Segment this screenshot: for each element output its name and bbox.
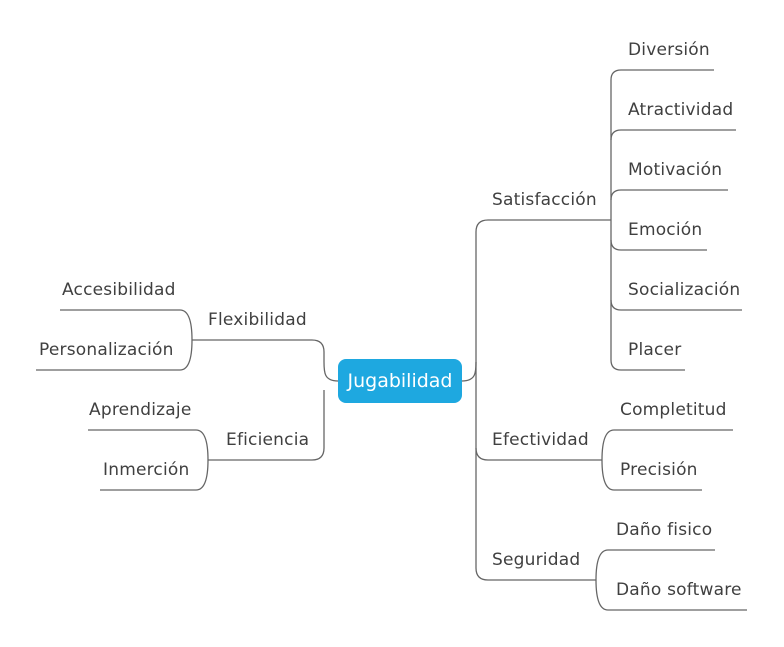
leaf-dano-software[interactable]: Daño software [616, 580, 742, 600]
leaf-atractividad[interactable]: Atractividad [628, 100, 734, 120]
leaf-accesibilidad[interactable]: Accesibilidad [62, 280, 176, 300]
root-node[interactable]: Jugabilidad [338, 359, 462, 403]
branch-efectividad[interactable]: Efectividad [492, 430, 589, 450]
link-satisfaccion-socializacion [610, 299, 742, 311]
link-root-flexibilidad [192, 339, 339, 382]
leaf-precision[interactable]: Precisión [620, 460, 698, 480]
leaf-socializacion[interactable]: Socialización [628, 280, 741, 300]
leaf-emocion[interactable]: Emoción [628, 220, 703, 240]
leaf-placer[interactable]: Placer [628, 340, 682, 360]
link-eficiencia-aprendizaje [88, 429, 209, 461]
leaf-aprendizaje[interactable]: Aprendizaje [89, 400, 192, 420]
leaf-completitud[interactable]: Completitud [620, 400, 727, 420]
leaf-personalizacion[interactable]: Personalización [39, 340, 174, 360]
link-eficiencia-inmercion [100, 459, 209, 491]
link-root-satisfaccion [461, 219, 611, 382]
branch-seguridad[interactable]: Seguridad [492, 550, 581, 570]
link-flexibilidad-personalizacion [36, 339, 193, 371]
branch-satisfaccion[interactable]: Satisfacción [492, 190, 597, 210]
link-satisfaccion-placer [610, 359, 685, 371]
leaf-dano-fisico[interactable]: Daño fisico [616, 520, 713, 540]
link-efectividad-precision [601, 459, 702, 491]
branch-eficiencia[interactable]: Eficiencia [226, 430, 310, 450]
link-root-eficiencia [208, 390, 325, 461]
leaf-motivacion[interactable]: Motivación [628, 160, 723, 180]
link-satisfaccion-emocion [610, 239, 707, 251]
link-seguridad-dano-software [595, 579, 747, 611]
leaf-inmercion[interactable]: Inmerción [103, 460, 190, 480]
leaf-diversion[interactable]: Diversión [628, 40, 710, 60]
link-root-seguridad [475, 448, 596, 581]
link-flexibilidad-accesibilidad [60, 309, 193, 341]
link-efectividad-completitud [601, 429, 733, 461]
link-satisfaccion-atractividad [610, 129, 736, 141]
root-label: Jugabilidad [347, 370, 453, 392]
branch-flexibilidad[interactable]: Flexibilidad [208, 310, 307, 330]
link-satisfaccion-children [610, 69, 714, 81]
link-seguridad-dano-fisico [595, 549, 715, 581]
link-satisfaccion-motivacion [610, 189, 728, 201]
